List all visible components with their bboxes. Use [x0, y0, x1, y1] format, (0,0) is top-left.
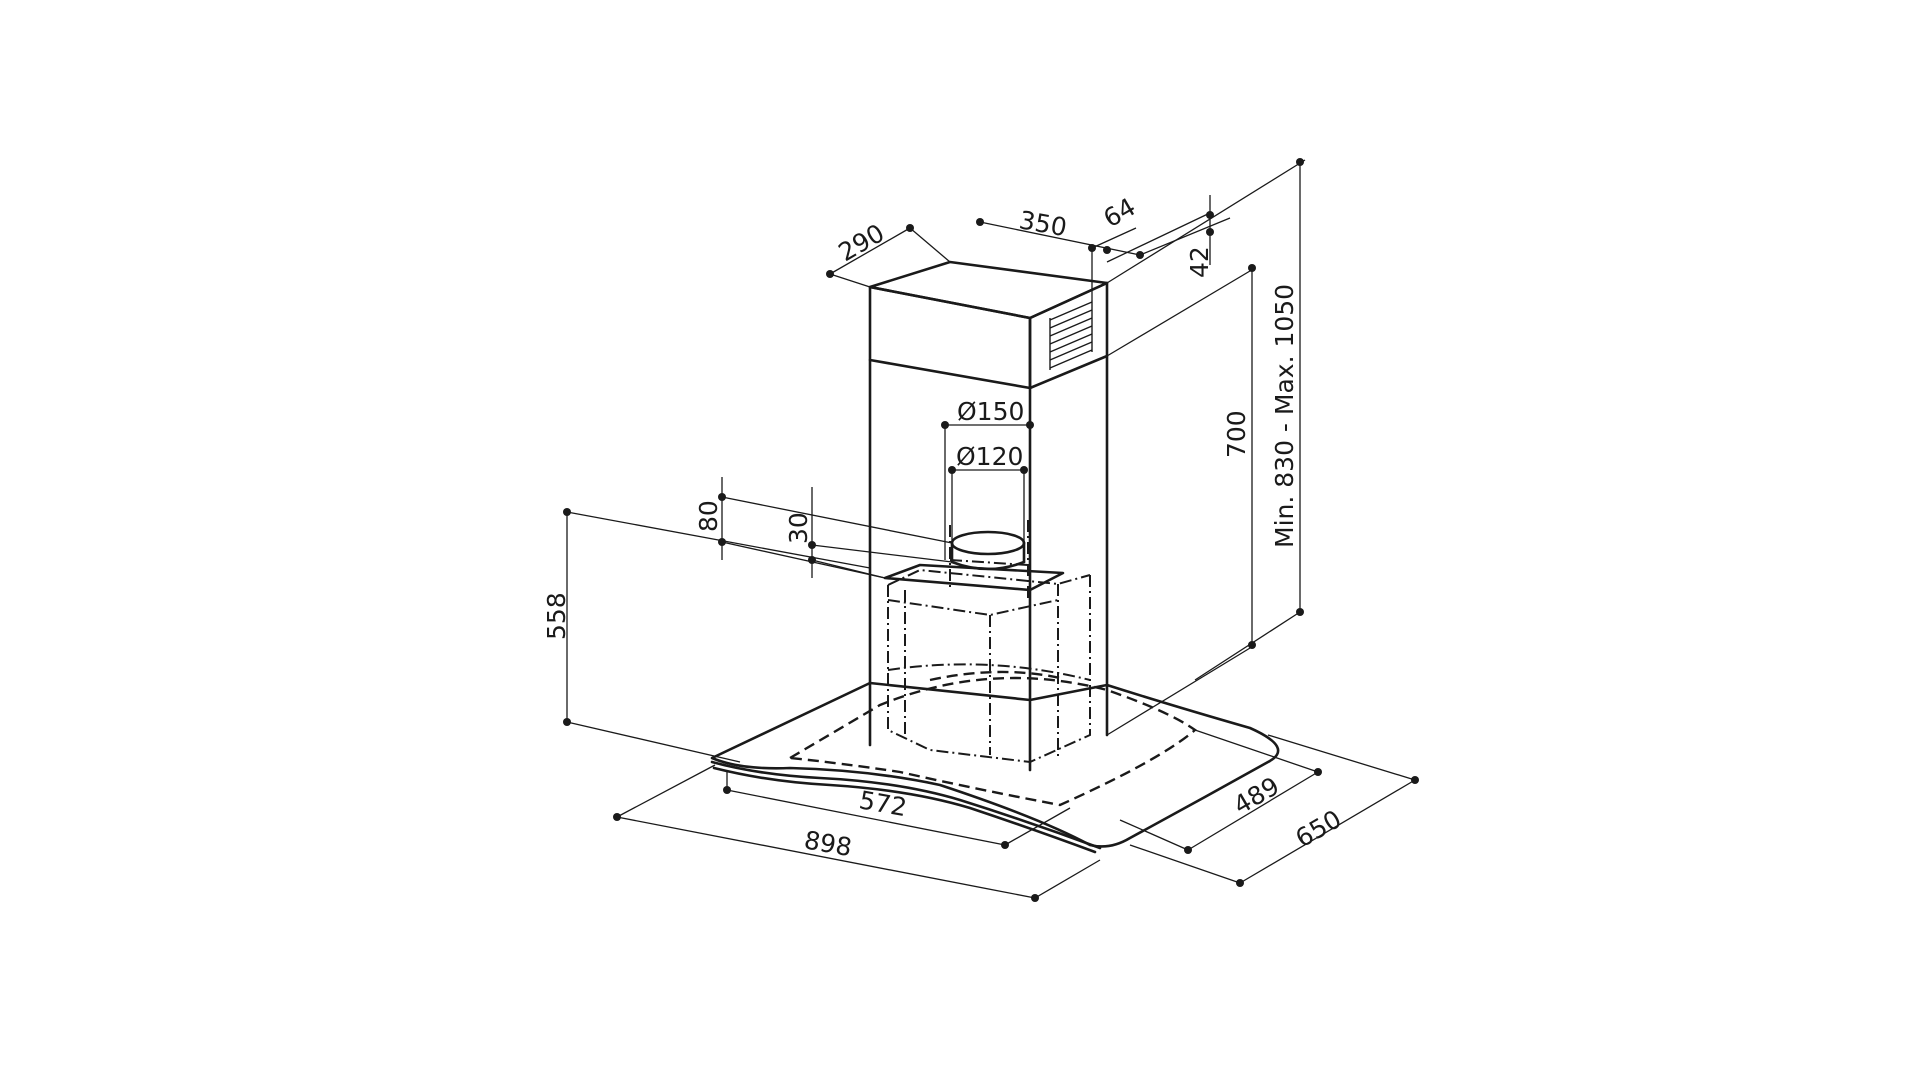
label-chimney-height: 700	[1222, 410, 1251, 458]
label-canopy-width: 898	[802, 825, 854, 862]
dimension-lines	[563, 158, 1419, 902]
glass-canopy	[710, 670, 1280, 854]
motor-housing-hidden	[883, 520, 1091, 764]
label-duct-inner: Ø120	[956, 442, 1023, 471]
label-chimney-depth: 290	[834, 218, 890, 267]
vent-grille-icon	[1049, 300, 1093, 370]
label-vent-offset: 64	[1099, 192, 1141, 233]
inner-filter-frame	[786, 676, 1197, 807]
label-hood-height: 558	[542, 592, 571, 640]
dimension-labels: 290 350 64 42 700 Min. 830 - Max. 1050 Ø…	[542, 192, 1346, 862]
label-top-offset: 42	[1185, 246, 1214, 278]
label-collar-offset: 30	[784, 512, 813, 544]
chimney	[868, 260, 1109, 772]
collar-base-plate	[883, 563, 1065, 592]
label-duct-outer: Ø150	[957, 397, 1024, 426]
glass-outline	[710, 681, 1280, 848]
label-total-height: Min. 830 - Max. 1050	[1270, 284, 1299, 548]
label-chimney-width: 350	[1017, 205, 1069, 242]
chimney-upper-front	[868, 285, 1032, 390]
label-collar-height: 80	[694, 500, 723, 532]
duct-collar-icon	[950, 530, 1026, 556]
label-canopy-depth: 650	[1291, 804, 1347, 853]
